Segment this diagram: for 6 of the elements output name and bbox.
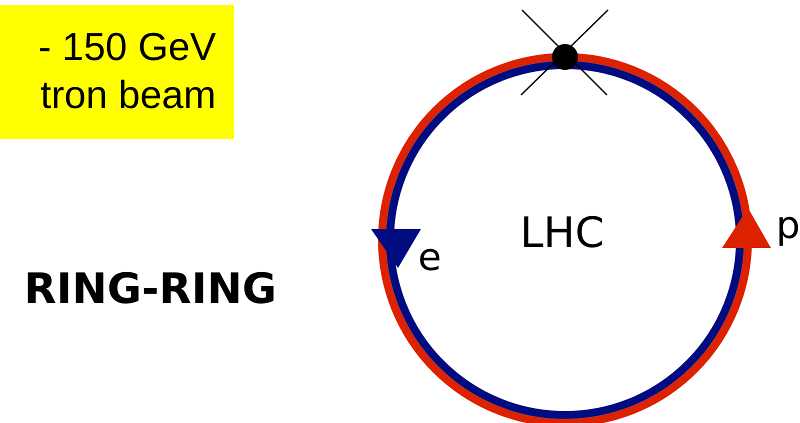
highlight-box — [0, 5, 234, 139]
collider-name: LHC — [520, 212, 604, 254]
scheme-title: RING-RING — [24, 268, 277, 310]
particle-label: p — [776, 206, 800, 244]
beam-energy-text: - 150 GeV tron beam — [37, 25, 216, 119]
particle-label: e — [418, 238, 442, 276]
